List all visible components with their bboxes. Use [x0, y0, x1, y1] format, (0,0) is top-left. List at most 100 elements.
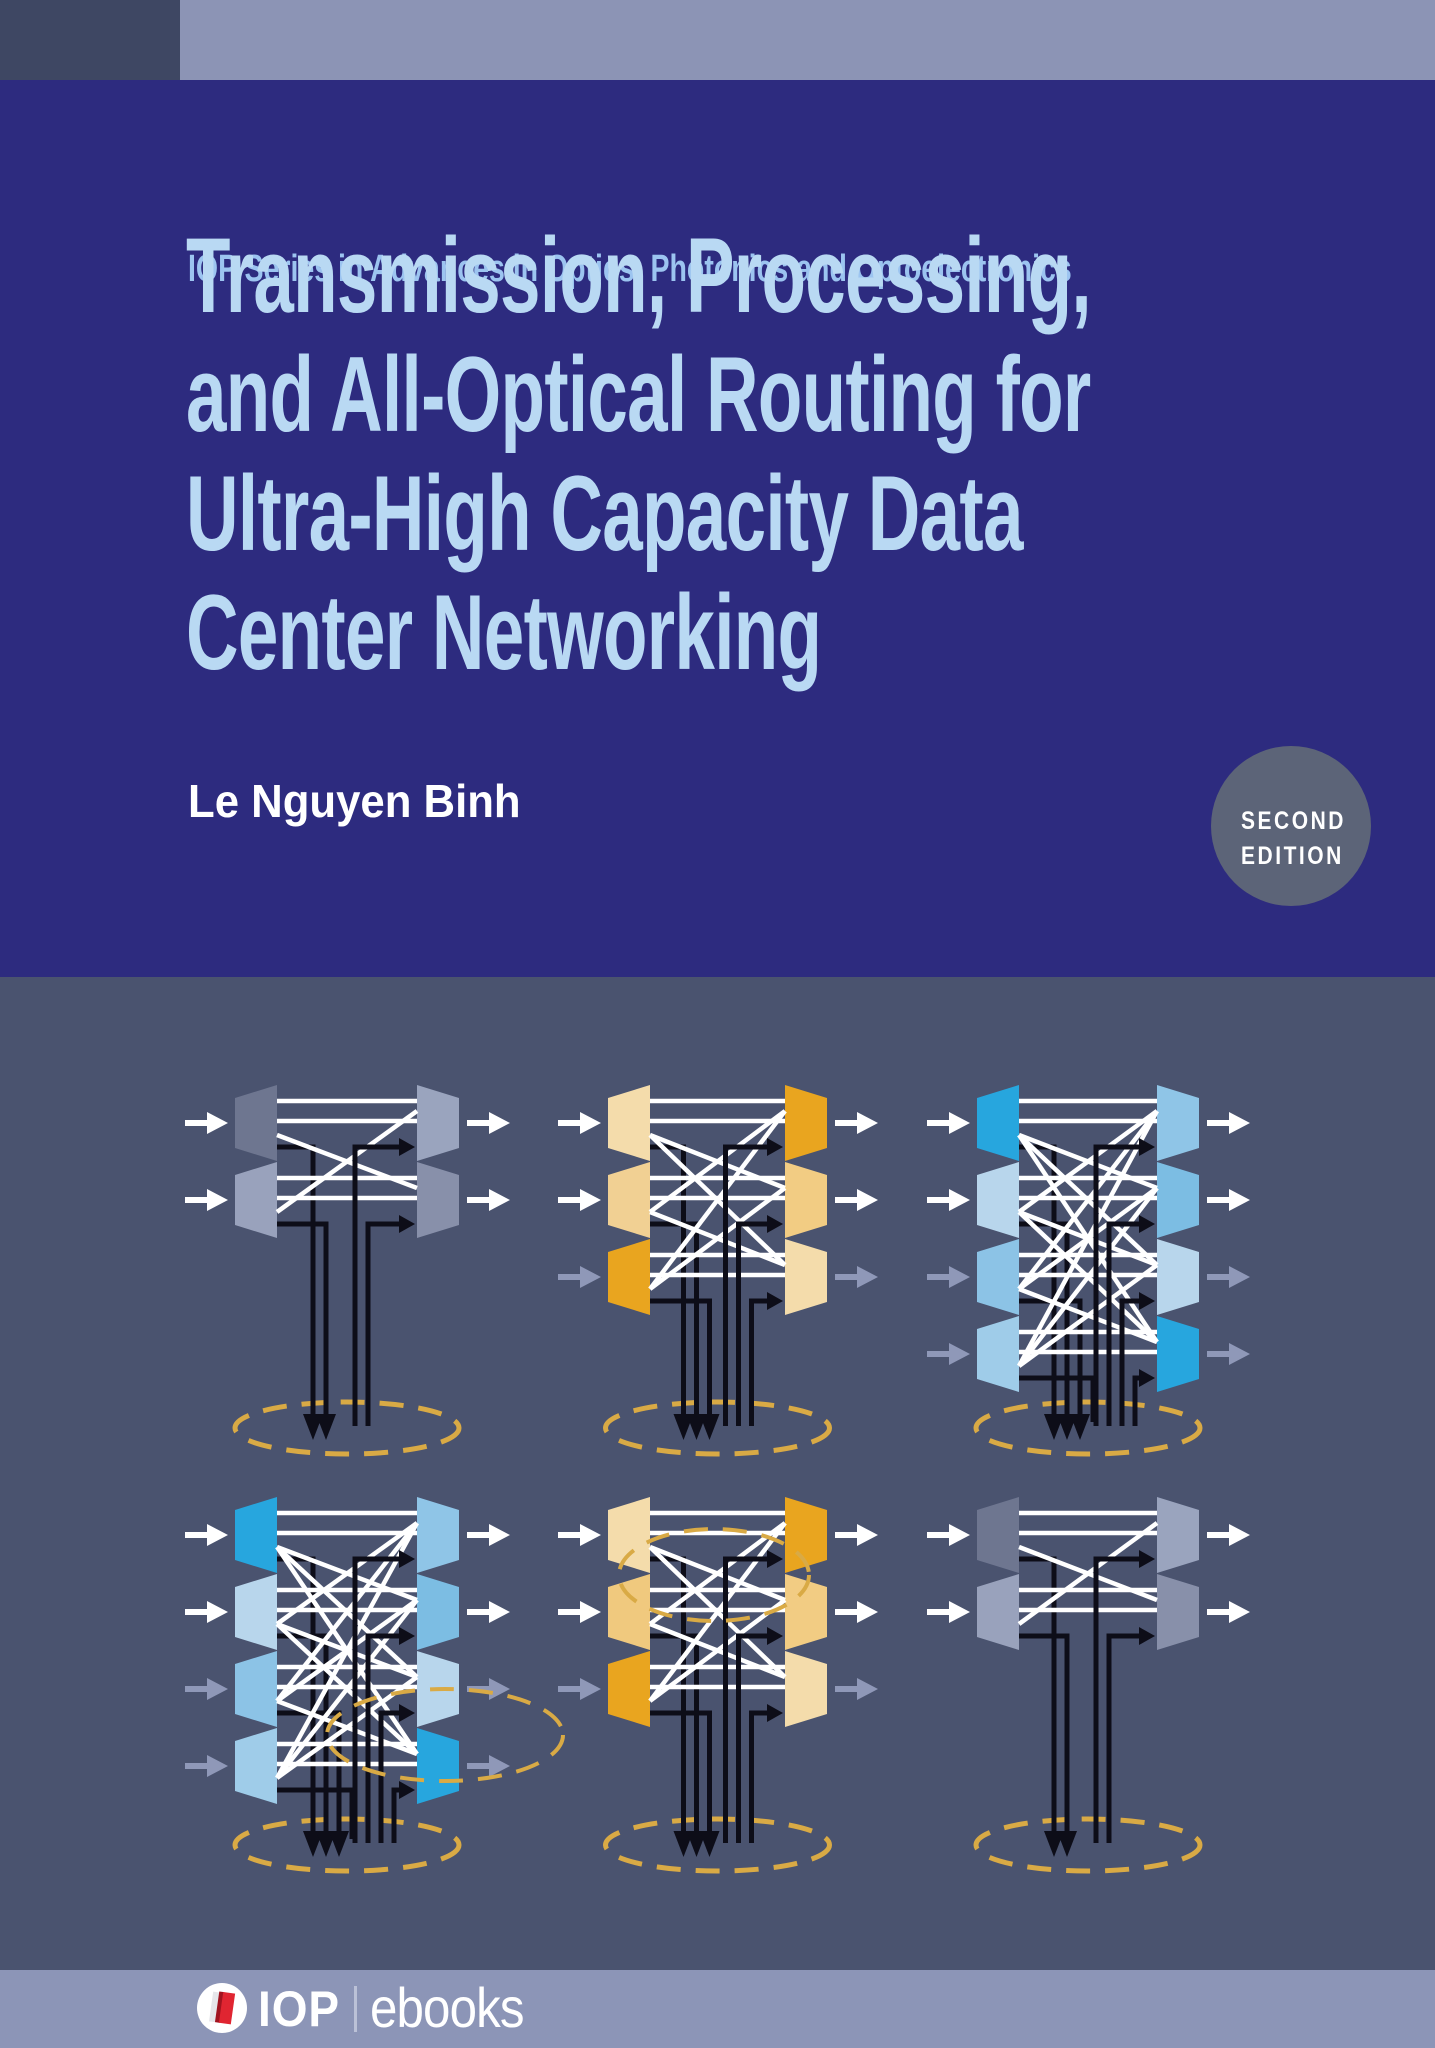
coupler-trapezoid-left [977, 1316, 1019, 1392]
input-arrowhead-icon [949, 1601, 970, 1623]
feed-arrowhead-icon [1139, 1292, 1155, 1310]
iop-logo-book-icon [197, 1983, 247, 2033]
series-title: IOP Series in Advances in Optics, Photon… [188, 248, 1072, 290]
input-arrowhead-icon [207, 1678, 228, 1700]
recirculation-loop-ellipse [232, 1399, 462, 1457]
feed-line [378, 1710, 401, 1843]
diagram-grid [185, 1085, 1250, 1874]
loop-arrowhead-icon [303, 1831, 323, 1857]
switch-2x2-gray-top-left [185, 1085, 510, 1457]
recirculation-loop-ellipse [232, 1816, 462, 1874]
input-arrowhead-icon [580, 1678, 601, 1700]
coupler-trapezoid-left [235, 1162, 277, 1238]
output-arrowhead-icon [489, 1678, 510, 1700]
feed-line [391, 1787, 401, 1843]
feed-line [1093, 1144, 1141, 1426]
drop-line [277, 1787, 355, 1839]
cross-line [1017, 1109, 1159, 1214]
coupler-trapezoid-right [785, 1497, 827, 1573]
output-arrowhead-icon [489, 1112, 510, 1134]
coupler-trapezoid-right [1157, 1574, 1199, 1650]
coupler-trapezoid-right [785, 1574, 827, 1650]
corner-square [0, 0, 180, 80]
switch-3x3-orange-top-middle [558, 1085, 878, 1457]
input-arrowhead-icon [949, 1112, 970, 1134]
cross-line [275, 1521, 419, 1626]
feed-arrowhead-icon [399, 1781, 415, 1799]
drop-line [1019, 1633, 1070, 1839]
feed-arrowhead-icon [767, 1704, 783, 1722]
output-arrowhead-icon [489, 1524, 510, 1546]
coupler-trapezoid-right [1157, 1497, 1199, 1573]
cross-line [1017, 1263, 1159, 1368]
loop-arrowhead-icon [699, 1831, 720, 1857]
coupler-trapezoid-right [417, 1085, 459, 1161]
feed-arrowhead-icon [399, 1550, 415, 1568]
input-arrowhead-icon [580, 1266, 601, 1288]
recirculation-loop-ellipse [603, 1816, 832, 1874]
cross-line [648, 1598, 787, 1703]
loop-arrowhead-icon [1057, 1831, 1077, 1857]
input-arrowhead-icon [207, 1755, 228, 1777]
output-arrowhead-icon [857, 1678, 878, 1700]
input-arrowhead-icon [949, 1189, 970, 1211]
coupler-trapezoid-left [977, 1497, 1019, 1573]
coupler-trapezoid-left [235, 1728, 277, 1804]
coupler-trapezoid-right [785, 1239, 827, 1315]
coupler-trapezoid-right [1157, 1085, 1199, 1161]
cross-line [1017, 1186, 1159, 1368]
output-arrowhead-icon [857, 1601, 878, 1623]
loop-arrowhead-icon [303, 1414, 323, 1440]
top-band [0, 0, 1435, 80]
output-arrowhead-icon [1229, 1524, 1250, 1546]
coupler-trapezoid-left [235, 1085, 277, 1161]
coupler-trapezoid-right [785, 1162, 827, 1238]
author-name: Le Nguyen Binh [188, 775, 521, 827]
drop-line [277, 1221, 329, 1422]
coupler-trapezoid-right [785, 1085, 827, 1161]
coupler-trapezoid-left [977, 1162, 1019, 1238]
imprint-name: ebooks [370, 1976, 525, 2039]
feed-arrowhead-icon [767, 1292, 783, 1310]
input-arrowhead-icon [580, 1601, 601, 1623]
drop-line [1019, 1375, 1096, 1422]
feed-line [365, 1221, 401, 1426]
coupler-trapezoid-right [1157, 1239, 1199, 1315]
coupler-trapezoid-right [1157, 1162, 1199, 1238]
loop-arrowhead-icon [316, 1414, 336, 1440]
coupler-trapezoid-left [977, 1574, 1019, 1650]
cross-line [275, 1109, 419, 1214]
book-title: Transmission, Processing, and All-Optica… [186, 216, 1435, 692]
coupler-trapezoid-left [608, 1651, 650, 1727]
cross-line [275, 1521, 419, 1780]
input-arrowhead-icon [580, 1112, 601, 1134]
feed-arrowhead-icon [1139, 1369, 1155, 1387]
feed-arrowhead-icon [767, 1138, 783, 1156]
output-arrowhead-icon [1229, 1112, 1250, 1134]
grouping-loop-ellipse [617, 1527, 811, 1623]
feed-line [1106, 1221, 1141, 1426]
grouping-loop-ellipse [325, 1687, 565, 1783]
input-arrowhead-icon [949, 1343, 970, 1365]
switch-2x2-gray-bottom-right [927, 1497, 1250, 1874]
cross-line [1017, 1109, 1159, 1368]
loop-arrowhead-icon [686, 1831, 707, 1857]
recirculation-loop-ellipse [973, 1816, 1203, 1874]
publisher-bar: IOP ebooks [0, 1970, 1435, 2048]
switch-3x3-orange-bottom-middle [558, 1497, 878, 1874]
loop-arrowhead-icon [699, 1414, 720, 1440]
input-arrowhead-icon [207, 1601, 228, 1623]
edition-badge: SECOND EDITION [1211, 746, 1371, 906]
feed-arrowhead-icon [1139, 1215, 1155, 1233]
cross-line [648, 1186, 787, 1291]
cross-line [275, 1598, 419, 1780]
edition-badge-line-1: SECOND [1241, 807, 1346, 835]
book-title-line-2: and All-Optical Routing for [186, 334, 1091, 454]
feed-line [1119, 1298, 1141, 1426]
coupler-trapezoid-right [417, 1574, 459, 1650]
input-arrowhead-icon [207, 1112, 228, 1134]
publisher-acronym: IOP [258, 1981, 341, 2037]
coupler-trapezoid-left [977, 1085, 1019, 1161]
feed-arrowhead-icon [1139, 1550, 1155, 1568]
